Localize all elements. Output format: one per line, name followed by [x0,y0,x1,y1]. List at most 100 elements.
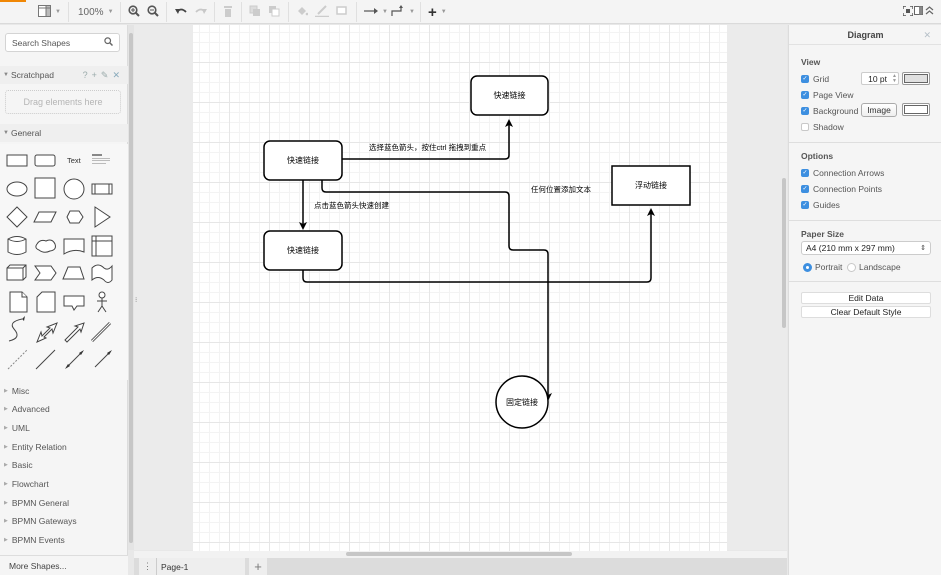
edge-label-quick-create[interactable]: 点击蓝色箭头快速创建 [314,201,389,210]
grid-size-input[interactable]: 10 pt▲▼ [861,72,899,85]
add-page-button[interactable]: + [249,558,267,575]
node-floating-link[interactable] [611,165,691,206]
scrollbar-thumb[interactable] [346,552,572,556]
zoom-in-button[interactable] [128,4,140,20]
redo-icon [195,6,207,19]
node-fixed-link[interactable] [495,375,549,429]
node-quick-link-1[interactable] [263,140,343,181]
toggle-format-panel-button[interactable] [914,4,923,20]
checkmark-icon: ✓ [801,201,809,209]
scratchpad-tools[interactable]: ?+✎✕ [83,70,124,81]
scratchpad-header[interactable]: ▼ Scratchpad ?+✎✕ [0,66,128,84]
tab-page-1[interactable]: Page-1 [157,558,245,575]
node-quick-link-top[interactable] [470,75,549,116]
general-header[interactable]: ▼ General [0,124,128,142]
close-icon[interactable]: ✕ [923,30,931,40]
help-icon[interactable]: ? [82,69,92,80]
paper-size-select[interactable]: A4 (210 mm x 297 mm)⇕ [801,241,931,255]
radio-empty-icon [847,262,856,272]
text-shape[interactable]: Text [67,156,81,165]
more-shapes-button[interactable]: More Shapes... [0,555,128,575]
sidebar-scrollbar[interactable] [128,25,134,550]
line-color-button[interactable] [315,4,329,20]
node-label: 快速链接 [287,246,319,255]
search-icon[interactable] [104,37,114,48]
edit-icon[interactable]: ✎ [100,69,113,80]
shadow-button[interactable] [336,4,348,20]
canvas-vertical-scrollbar[interactable] [781,25,787,550]
radio-label: Landscape [859,262,901,272]
category-bpmn-events[interactable]: ▶BPMN Events [0,531,128,549]
sidebar-resize-handle[interactable]: ⁝ [135,297,138,304]
portrait-radio[interactable]: Portrait [803,262,842,272]
zoom-level-dropdown[interactable]: 100%▼ [78,4,114,20]
scrollbar-thumb[interactable] [782,178,786,328]
category-bpmn-general[interactable]: ▶BPMN General [0,494,128,512]
category-advanced[interactable]: ▶Advanced [0,400,128,418]
delete-button[interactable] [223,4,233,20]
grid-color-swatch[interactable] [902,72,930,85]
category-flowchart[interactable]: ▶Flowchart [0,475,128,493]
node-label: 快速链接 [493,91,526,100]
edge-n1-n5[interactable] [321,180,552,401]
fill-color-button[interactable] [296,4,309,20]
background-color-swatch[interactable] [902,103,930,116]
background-image-button[interactable]: Image [861,103,897,117]
view-heading: View [801,57,821,67]
pages-menu-button[interactable]: ⋮ [139,558,157,575]
checkbox-label: Guides [813,200,840,210]
canvas-horizontal-scrollbar[interactable] [134,551,787,558]
search-shapes-input[interactable]: Search Shapes [5,33,120,52]
checkmark-icon: ✓ [801,185,809,193]
toolbar-divider [68,2,69,22]
insert-dropdown[interactable]: +▼ [428,4,447,21]
connection-points-checkbox[interactable]: ✓Connection Points [801,184,882,194]
trash-icon [223,5,233,20]
stepper-icon[interactable]: ▲▼ [892,73,897,84]
redo-button[interactable] [195,4,207,20]
free-text-label[interactable]: 任何位置添加文本 [531,185,591,194]
connection-style-dropdown[interactable]: ▼ [364,4,388,20]
expand-triangle-icon: ▶ [4,481,8,487]
category-uml[interactable]: ▶UML [0,419,128,437]
to-front-button[interactable] [249,4,261,20]
clear-default-style-button[interactable]: Clear Default Style [801,306,931,318]
fullscreen-button[interactable] [902,4,914,20]
format-panel-toggle[interactable]: ▼ [38,4,61,20]
button-label: Image [867,105,891,115]
collapse-toolbar-button[interactable] [925,4,934,20]
scrollbar-thumb[interactable] [129,33,133,543]
to-back-button[interactable] [268,4,280,20]
edge-label-drag-ctrl[interactable]: 选择蓝色箭头，按住ctrl 拖拽到重点 [369,143,487,152]
textbox-shape[interactable] [92,154,112,166]
chevron-down-icon: ▼ [440,9,447,15]
page-view-checkbox[interactable]: ✓Page View [801,90,853,100]
expand-triangle-icon: ▶ [4,444,8,450]
toolbar-divider [166,2,167,22]
node-quick-link-2[interactable] [263,230,343,271]
edit-data-button[interactable]: Edit Data [801,292,931,304]
edge-n3-n4[interactable] [302,208,655,283]
category-label: Basic [11,460,33,470]
zoom-out-button[interactable] [147,4,159,20]
scratchpad-drop-zone[interactable]: Drag elements here [5,90,121,114]
category-label: Flowchart [11,479,49,489]
close-icon[interactable]: ✕ [112,69,124,80]
add-icon[interactable]: + [91,69,101,80]
shadow-checkbox[interactable]: Shadow [801,122,844,132]
undo-button[interactable] [175,4,187,20]
category-misc[interactable]: ▶Misc [0,382,128,400]
landscape-radio[interactable]: Landscape [847,262,901,272]
category-label: BPMN Events [11,535,65,545]
category-basic[interactable]: ▶Basic [0,456,128,474]
edge-n1-n2[interactable] [342,119,513,160]
category-entity-relation[interactable]: ▶Entity Relation [0,438,128,456]
diagram-page[interactable] [193,25,727,551]
grid-checkbox[interactable]: ✓Grid [801,74,829,84]
connection-arrows-checkbox[interactable]: ✓Connection Arrows [801,168,884,178]
guides-checkbox[interactable]: ✓ Guides [801,200,840,210]
category-bpmn-gateways[interactable]: ▶BPMN Gateways [0,512,128,530]
waypoints-dropdown[interactable]: ▼ [391,4,415,20]
background-checkbox[interactable]: ✓Background [801,106,858,116]
shape-glyphs [6,154,113,370]
